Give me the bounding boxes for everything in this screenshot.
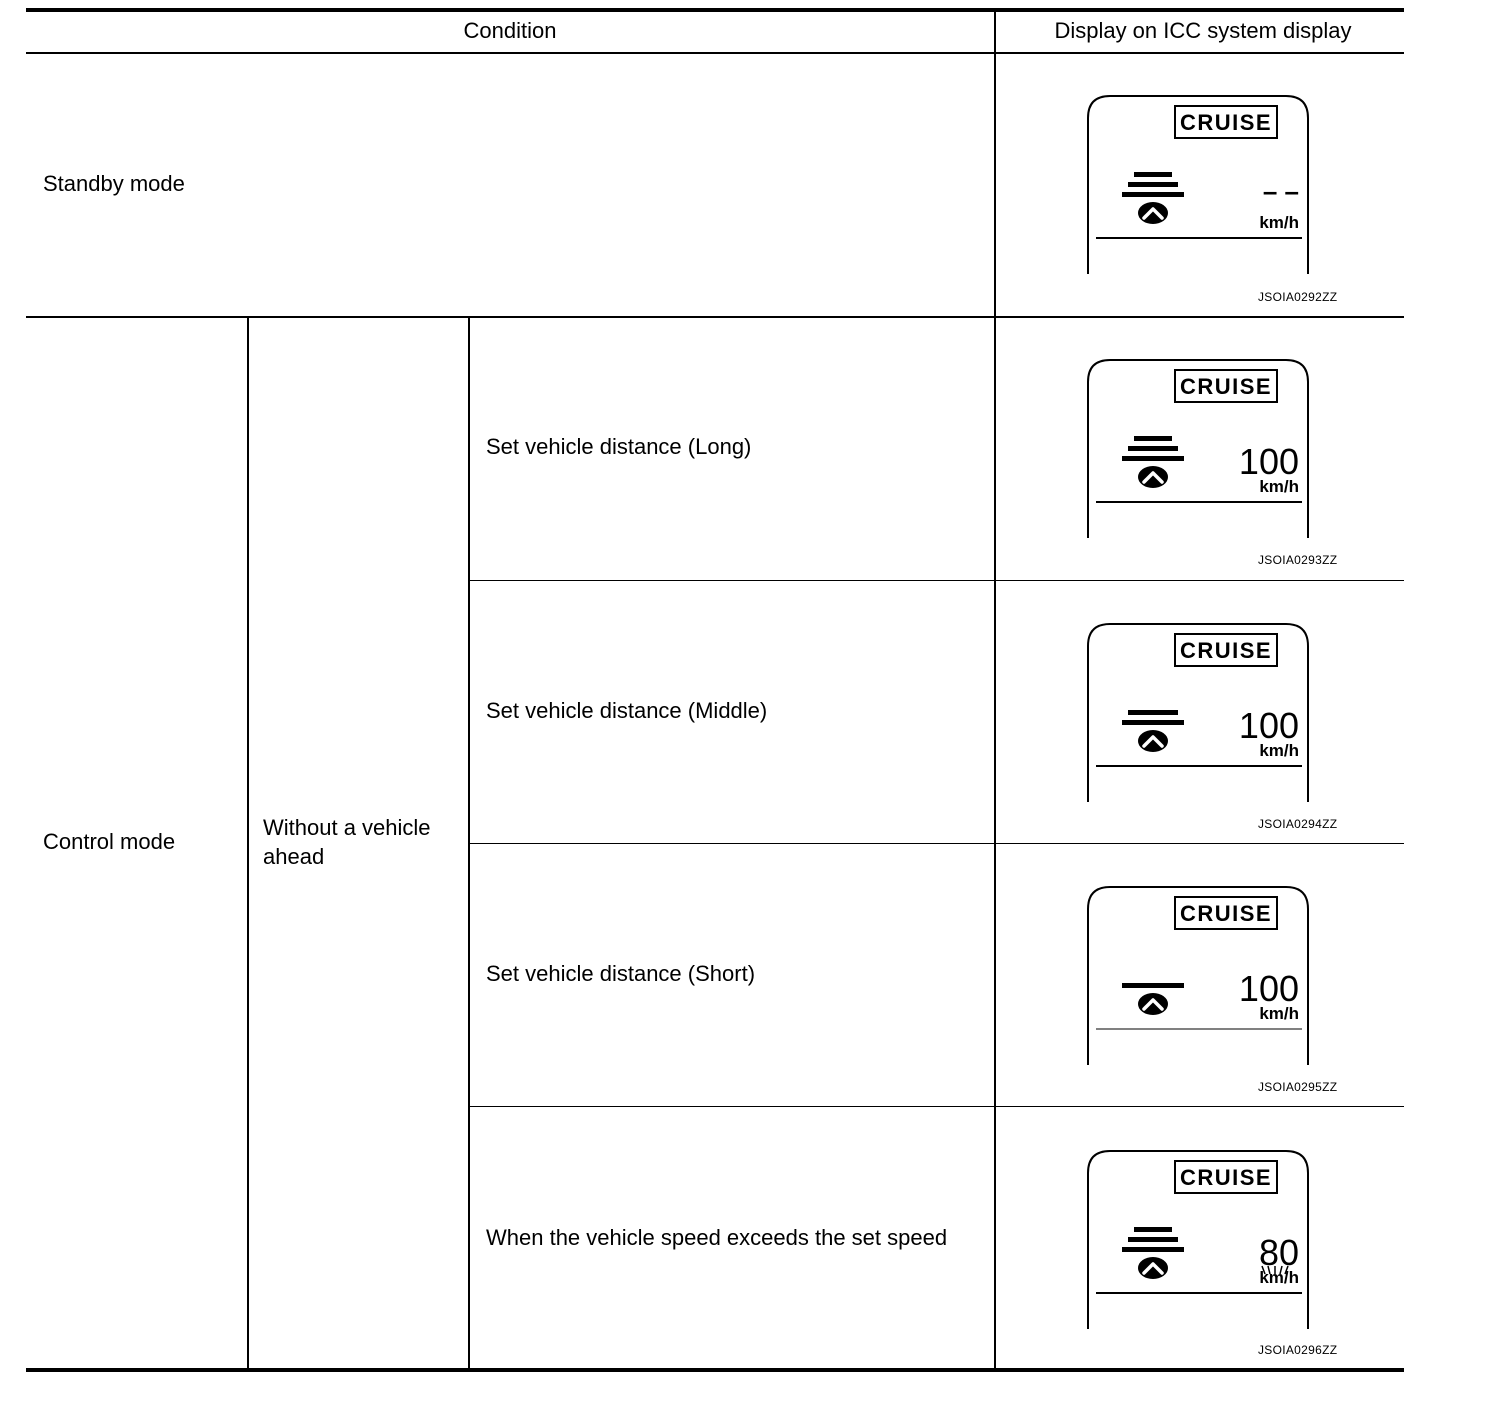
vehicle-chevron <box>1142 471 1164 484</box>
condition-speed-exceeds: When the vehicle speed exceeds the set s… <box>486 1225 948 1250</box>
distance-bar <box>1128 1237 1178 1242</box>
cruise-indicator-box <box>1174 633 1278 667</box>
icc-display: CRUISE – – km/h <box>1082 92 1314 282</box>
vehicle-chevron <box>1142 1262 1164 1275</box>
distance-bar <box>1122 1247 1184 1252</box>
row-rule-short <box>469 1106 1404 1107</box>
row-rule-long <box>469 580 1404 581</box>
speed-unit: km/h <box>1259 1004 1299 1023</box>
table-bottom-rule <box>26 1368 1404 1372</box>
display-frame <box>1087 1150 1309 1329</box>
cruise-label: CRUISE <box>1180 110 1272 135</box>
speed-unit: km/h <box>1259 477 1299 496</box>
cruise-label: CRUISE <box>1180 1165 1272 1190</box>
cruise-indicator-box <box>1174 1160 1278 1194</box>
display-frame <box>1087 95 1309 274</box>
cruise-label: CRUISE <box>1180 901 1272 926</box>
condition-middle: Set vehicle distance (Middle) <box>486 698 768 723</box>
own-vehicle-icon <box>1138 993 1168 1015</box>
figure-id: JSOIA0295ZZ <box>1258 1080 1338 1094</box>
set-speed-value: – – <box>1263 176 1299 206</box>
distance-bar <box>1134 436 1172 441</box>
vehicle-chevron <box>1142 998 1164 1011</box>
own-vehicle-icon <box>1138 202 1168 224</box>
control-mode-label: Control mode <box>43 829 176 854</box>
speed-unit: km/h <box>1259 1268 1299 1287</box>
row-rule-middle <box>469 843 1404 844</box>
figure-id: JSOIA0292ZZ <box>1258 290 1338 304</box>
distance-bar <box>1128 446 1178 451</box>
own-vehicle-icon <box>1138 466 1168 488</box>
figure-id: JSOIA0296ZZ <box>1258 1343 1338 1357</box>
distance-bar <box>1134 1227 1172 1232</box>
header-display: Display on ICC system display <box>1054 18 1352 43</box>
display-frame <box>1087 359 1309 538</box>
vehicle-chevron <box>1142 207 1164 220</box>
distance-bar <box>1134 172 1172 177</box>
display-frame <box>1087 886 1309 1065</box>
distance-bar <box>1122 192 1184 197</box>
cruise-label: CRUISE <box>1180 374 1272 399</box>
column-divider-sub <box>468 317 470 1370</box>
distance-bar <box>1128 710 1178 715</box>
distance-bar <box>1122 720 1184 725</box>
flashing-marks <box>1261 1265 1289 1275</box>
own-vehicle-icon <box>1138 730 1168 752</box>
figure-id: JSOIA0293ZZ <box>1258 553 1338 567</box>
header-bottom-rule <box>26 52 1404 54</box>
condition-long: Set vehicle distance (Long) <box>486 434 752 459</box>
cruise-indicator-box <box>1174 896 1278 930</box>
own-vehicle-icon <box>1138 1257 1168 1279</box>
without-vehicle-ahead-label: Without a vehicle ahead <box>263 815 431 869</box>
cruise-indicator-box <box>1174 369 1278 403</box>
header-condition: Condition <box>463 18 557 43</box>
distance-bar <box>1122 983 1184 988</box>
condition-short: Set vehicle distance (Short) <box>486 961 756 986</box>
row-rule-standby <box>26 316 1404 318</box>
standby-mode-label: Standby mode <box>43 171 185 196</box>
set-speed-value: 100 <box>1239 968 1299 1009</box>
vehicle-chevron <box>1142 735 1164 748</box>
column-divider-mode <box>247 317 249 1370</box>
cruise-label: CRUISE <box>1180 638 1272 663</box>
figure-id: JSOIA0294ZZ <box>1258 817 1338 831</box>
column-divider-display <box>994 10 996 1370</box>
set-speed-value: 80 <box>1259 1232 1299 1273</box>
speed-unit: km/h <box>1259 741 1299 760</box>
set-speed-value: 100 <box>1239 705 1299 746</box>
distance-bar <box>1122 456 1184 461</box>
distance-bar <box>1128 182 1178 187</box>
set-speed-value: 100 <box>1239 441 1299 482</box>
display-frame <box>1087 623 1309 802</box>
table-top-rule <box>26 8 1404 12</box>
speed-unit: km/h <box>1259 213 1299 232</box>
cruise-indicator-box <box>1174 105 1278 139</box>
